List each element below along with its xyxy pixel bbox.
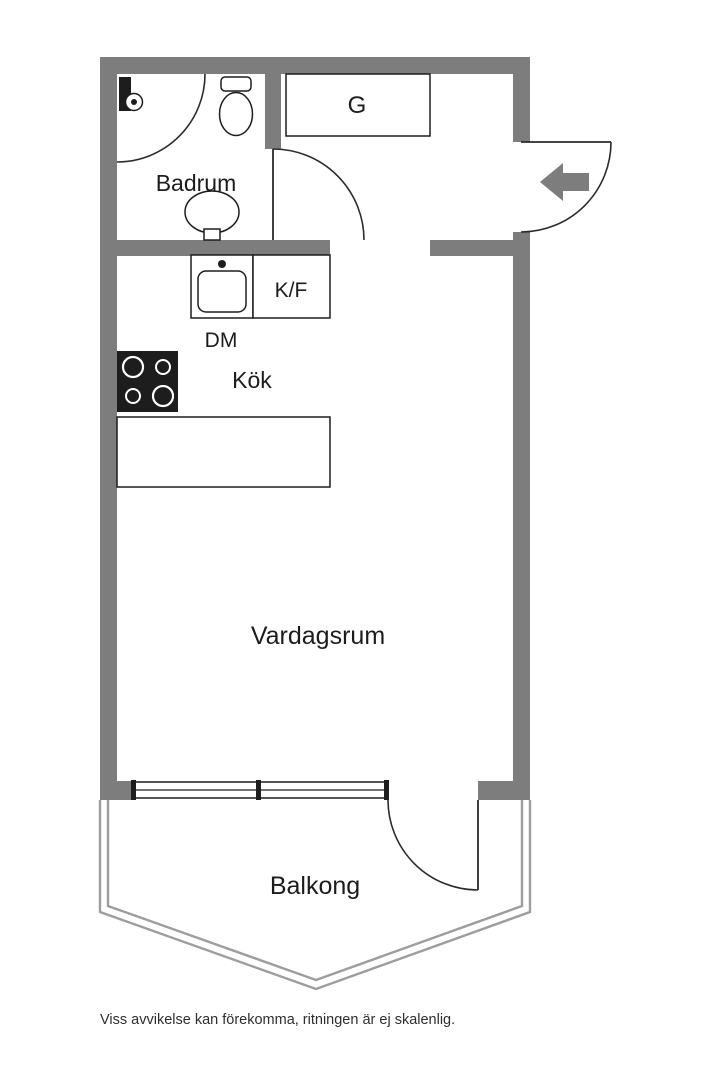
wall-right-upper [513, 57, 530, 142]
label-kitchen: Kök [232, 367, 272, 393]
burner-icon [121, 355, 145, 379]
balcony-outline-outer [98, 800, 532, 991]
burner-icon [155, 359, 171, 375]
label-living-room: Vardagsrum [251, 622, 385, 650]
wall-bathroom-bottom [100, 240, 330, 256]
wall-top [100, 57, 530, 74]
entry-door-arc [520, 141, 612, 233]
label-closet-g: G [348, 92, 367, 119]
label-dishwasher: DM [205, 329, 238, 352]
wall-bottom-right [478, 781, 530, 800]
wall-hall-right [430, 240, 513, 256]
kitchen-counter [116, 416, 331, 488]
window-mullion [131, 780, 136, 800]
disclaimer-text: Viss avvikelse kan förekomma, ritningen … [100, 1012, 455, 1028]
window-mullion [384, 780, 389, 800]
wall-left [100, 57, 117, 800]
bathroom-sink-pedestal [203, 228, 221, 241]
bathroom-sink [184, 190, 240, 234]
wall-bottom-left [100, 781, 136, 800]
burner-icon [151, 384, 175, 408]
shower-valve-dot-icon [131, 99, 137, 105]
closet-g-outline [285, 73, 431, 137]
toilet-tank [220, 76, 252, 92]
entry-direction-arrow-icon [540, 163, 589, 201]
label-balcony: Balkong [270, 872, 360, 900]
balcony-door-arc [387, 799, 479, 891]
label-fridge-freezer: K/F [275, 279, 308, 302]
kitchen-sink-basin [197, 270, 247, 313]
bathroom-door-arc [272, 148, 365, 241]
burner-icon [125, 388, 141, 404]
shower-arc [116, 73, 206, 163]
kitchen-faucet-icon [218, 260, 226, 268]
fridge-freezer-unit [252, 254, 331, 319]
toilet-bowl [218, 91, 254, 137]
balcony-outline-inner [106, 800, 524, 982]
label-badrum: Badrum [156, 170, 237, 196]
wall-bathroom-right [265, 74, 281, 149]
window-mullion [256, 780, 261, 800]
wall-right-lower [513, 232, 530, 800]
